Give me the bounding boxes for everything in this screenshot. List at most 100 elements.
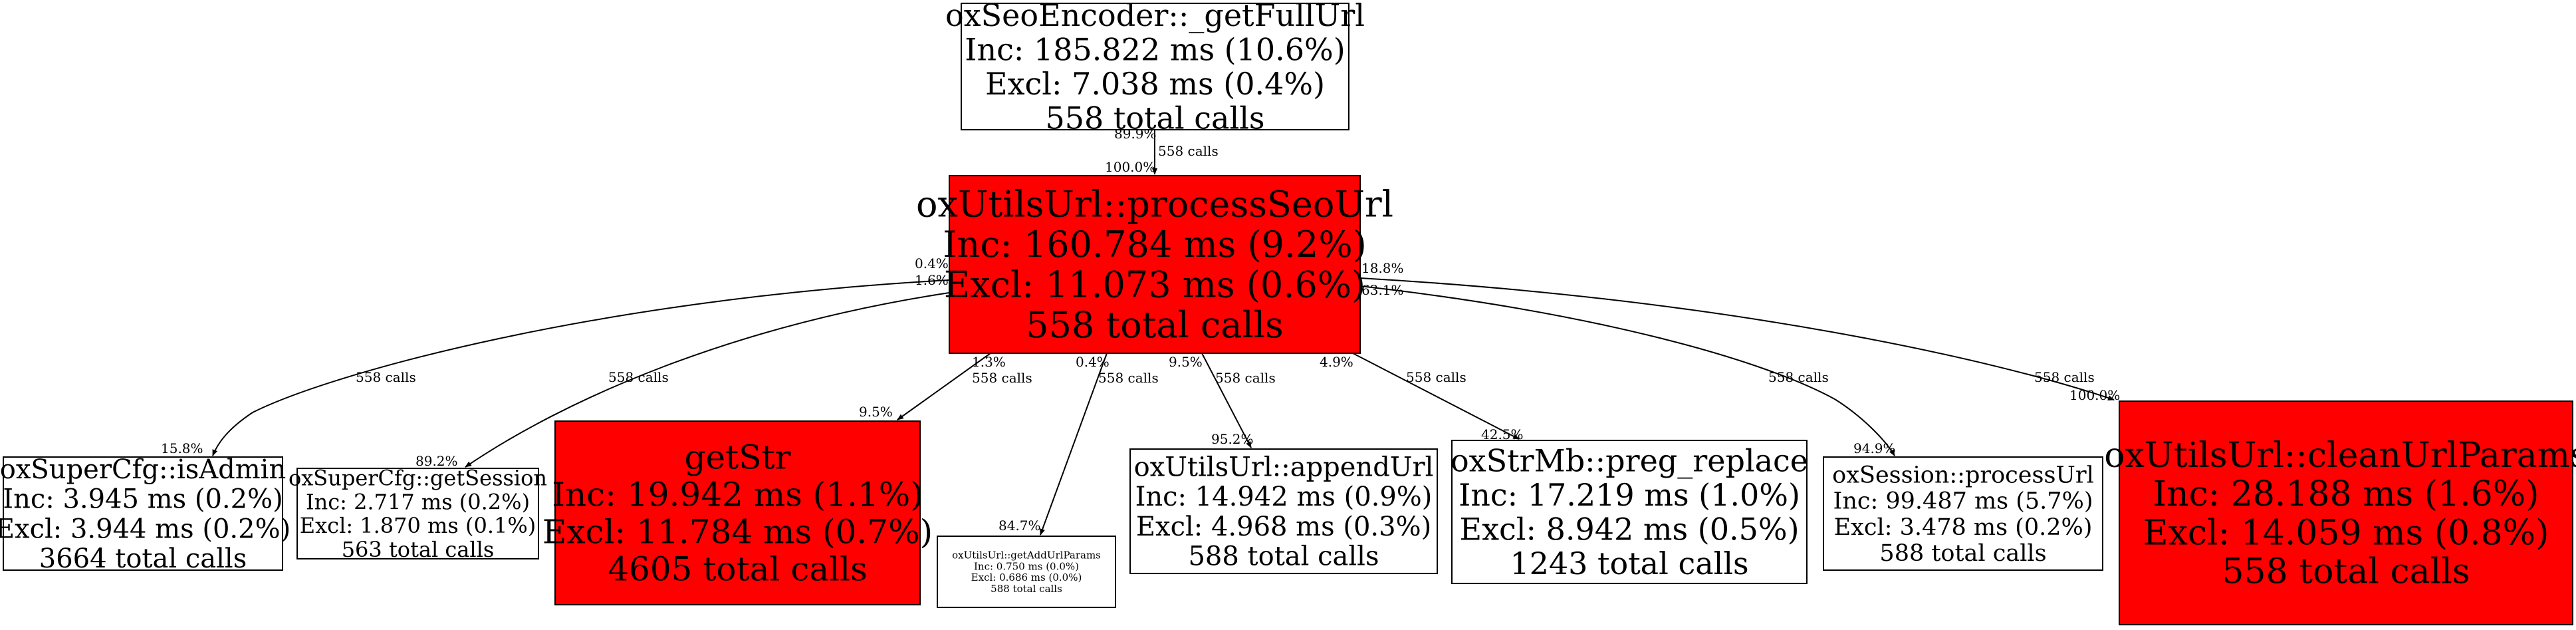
edge-line: [465, 292, 950, 468]
node-inclusive-time: Inc: 99.487 ms (5.7%): [1833, 488, 2093, 515]
edge-line: [897, 353, 991, 420]
node-function-name: oxSession::processUrl: [1832, 462, 2094, 488]
node-total-calls: 3664 total calls: [39, 544, 247, 574]
node-inclusive-time: Inc: 19.942 ms (1.1%): [552, 476, 923, 514]
node-function-name: oxStrMb::preg_replace: [1451, 442, 1808, 478]
edge-tail-percent: 0.4%: [915, 255, 949, 271]
edge-head-percent: 84.7%: [998, 518, 1041, 534]
node-box: [949, 175, 1361, 354]
node-function-name: oxSuperCfg::isAdmin: [0, 454, 286, 485]
node-exclusive-time: Excl: 0.686 ms (0.0%): [971, 571, 1082, 583]
edge-line: [1201, 353, 1252, 448]
edge-head-percent: 94.9%: [1853, 440, 1896, 456]
node-inclusive-time: Inc: 160.784 ms (9.2%): [943, 224, 1367, 265]
edge-tail-percent: 1.6%: [915, 272, 949, 288]
node-exclusive-time: Excl: 7.038 ms (0.4%): [985, 66, 1325, 102]
edge-line: [1040, 353, 1108, 536]
node-function-name: oxUtilsUrl::getAddUrlParams: [952, 550, 1101, 561]
node-total-calls: 588 total calls: [1879, 540, 2046, 567]
node-inclusive-time: Inc: 2.717 ms (0.2%): [306, 489, 530, 514]
edge-head-percent: 100.0%: [1105, 159, 1155, 175]
edge-call-count: 558 calls: [1215, 370, 1276, 386]
call-edge: 9.5% 558 calls 95.2%: [1169, 353, 1276, 448]
node-total-calls: 558 total calls: [2222, 552, 2470, 592]
node-inclusive-time: Inc: 28.188 ms (1.6%): [2153, 474, 2539, 514]
edge-tail-percent: 0.4%: [1076, 354, 1110, 370]
node-exclusive-time: Excl: 3.944 ms (0.2%): [0, 514, 291, 544]
edge-call-count: 558 calls: [1768, 369, 1829, 385]
node-total-calls: 1243 total calls: [1510, 546, 1748, 581]
edge-tail-percent: 9.5%: [1169, 354, 1203, 370]
edge-call-count: 558 calls: [356, 369, 416, 385]
call-edge: 0.4%558 calls 84.7%: [998, 353, 1159, 536]
node-function-name: oxSeoEncoder::_getFullUrl: [945, 0, 1365, 33]
node-exclusive-time: Excl: 4.968 ms (0.3%): [1136, 512, 1431, 542]
node-inclusive-time: Inc: 17.219 ms (1.0%): [1459, 477, 1800, 513]
edge-head-percent: 100.0%: [2069, 387, 2120, 403]
node-box: [554, 420, 921, 605]
edge-call-count: 558 calls: [2034, 369, 2095, 385]
edge-line: [1359, 285, 1895, 456]
call-edge: 1.3%558 calls 9.5%: [859, 353, 1032, 420]
edge-tail-percent: 63.1%: [1361, 282, 1404, 298]
call-edge: 63.1% 558 calls 94.9%: [1359, 282, 1896, 456]
node-exclusive-time: Excl: 11.784 ms (0.7%): [542, 513, 933, 551]
node-box: [296, 468, 539, 559]
node-box: [961, 3, 1349, 130]
edge-call-count: 558 calls: [608, 369, 669, 385]
node-box: [1823, 456, 2103, 571]
node-inclusive-time: Inc: 14.942 ms (0.9%): [1135, 482, 1433, 512]
edge-head-percent: 89.2%: [415, 453, 458, 469]
node-function-name: oxSuperCfg::getSession: [289, 465, 547, 490]
edge-call-count: 558 calls: [1098, 370, 1159, 386]
node-exclusive-time: Excl: 8.942 ms (0.5%): [1459, 511, 1799, 547]
node-box: [1451, 440, 1808, 584]
edge-line: [1359, 277, 2115, 400]
node-exclusive-time: Excl: 3.478 ms (0.2%): [1834, 514, 2093, 541]
edge-head-percent: 95.2%: [1211, 431, 1254, 447]
node-function-name: oxUtilsUrl::appendUrl: [1134, 452, 1434, 482]
edge-tail-percent: 1.3%: [972, 354, 1006, 370]
edge-call-count: 558 calls: [1158, 143, 1219, 159]
node-function-name: oxUtilsUrl::cleanUrlParams: [2104, 436, 2576, 476]
edge-head-percent: 9.5%: [859, 404, 893, 420]
edge-tail-percent: 18.8%: [1361, 260, 1404, 276]
node-function-name: oxUtilsUrl::processSeoUrl: [916, 184, 1393, 226]
edge-line: [212, 279, 950, 456]
node-inclusive-time: Inc: 185.822 ms (10.6%): [965, 31, 1345, 67]
edge-head-percent: 15.8%: [161, 440, 203, 456]
edge-tail-percent: 4.9%: [1320, 354, 1353, 370]
edge-line: [1352, 353, 1520, 440]
node-inclusive-time: Inc: 0.750 ms (0.0%): [974, 560, 1079, 572]
call-edge: 0.4% 558 calls 15.8%: [161, 255, 950, 456]
node-exclusive-time: Excl: 1.870 ms (0.1%): [300, 513, 536, 538]
node-box: [937, 536, 1116, 608]
node-total-calls: 4605 total calls: [608, 550, 868, 589]
node-box: [1129, 448, 1438, 574]
edge-call-count: 558 calls: [972, 370, 1032, 386]
node-inclusive-time: Inc: 3.945 ms (0.2%): [3, 484, 283, 515]
node-total-calls: 558 total calls: [1045, 100, 1264, 136]
edge-call-count: 558 calls: [1406, 369, 1466, 385]
node-total-calls: 588 total calls: [1188, 542, 1379, 572]
call-edge: 18.8% 558 calls 100.0%: [1359, 260, 2120, 403]
call-edge: 1.6% 558 calls 89.2%: [415, 272, 950, 469]
node-total-calls: 563 total calls: [342, 537, 495, 562]
node-exclusive-time: Excl: 14.059 ms (0.8%): [2143, 513, 2549, 553]
node-function-name: getStr: [685, 438, 791, 477]
node-exclusive-time: Excl: 11.073 ms (0.6%): [944, 264, 1365, 306]
node-box: [2119, 400, 2573, 625]
node-total-calls: 588 total calls: [991, 583, 1062, 595]
